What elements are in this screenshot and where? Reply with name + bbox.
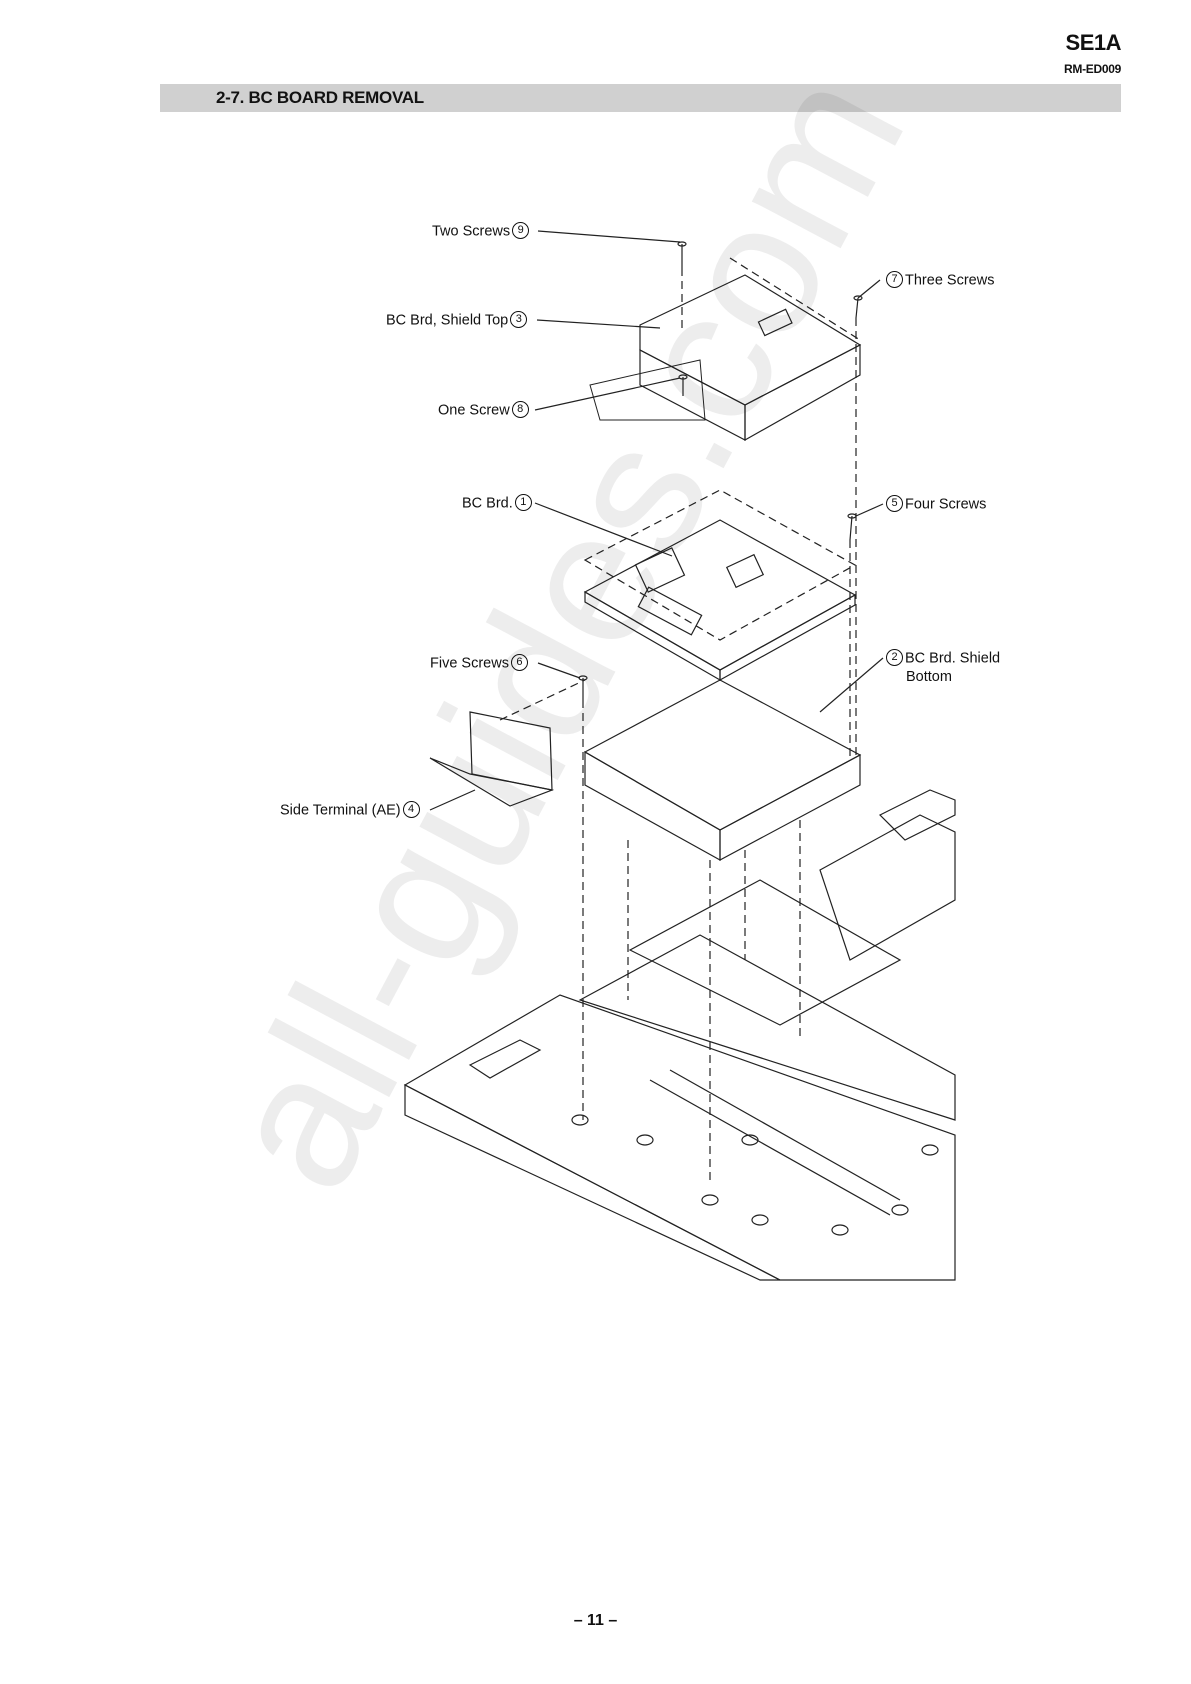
- screw-5: [848, 514, 856, 540]
- label-side-terminal: Side Terminal (AE)4: [280, 802, 422, 819]
- callout-number-7: 7: [886, 271, 903, 288]
- callout-number-3: 3: [510, 311, 527, 328]
- leader-five-screws: [538, 663, 580, 678]
- shield-bottom-part: [585, 680, 860, 860]
- label-bc-brd: BC Brd.1: [462, 495, 534, 512]
- callout-number-4: 4: [403, 801, 420, 818]
- leader-shield-bottom: [820, 658, 883, 712]
- leader-four-screws: [856, 504, 883, 516]
- screw-6: [579, 676, 587, 700]
- alignment-lines: [500, 258, 860, 1180]
- leader-side-terminal: [430, 790, 475, 810]
- label-shield-bottom-line2: Bottom: [906, 669, 952, 685]
- chassis-base: [405, 790, 955, 1280]
- shield-top-part: [590, 275, 860, 440]
- leader-bc-brd: [535, 503, 672, 556]
- callout-number-2: 2: [886, 649, 903, 666]
- screw-9: [678, 242, 686, 268]
- callout-number-5: 5: [886, 495, 903, 512]
- page-number: – 11 –: [0, 1612, 1191, 1630]
- screw-7: [854, 296, 862, 318]
- callout-number-8: 8: [512, 401, 529, 418]
- callout-number-1: 1: [515, 494, 532, 511]
- callout-number-6: 6: [511, 654, 528, 671]
- callout-number-9: 9: [512, 222, 529, 239]
- leader-two-screws: [538, 231, 680, 242]
- screw-8: [679, 375, 687, 396]
- side-terminal-part: [430, 712, 552, 806]
- leader-three-screws: [858, 280, 880, 298]
- bc-board-part: [585, 520, 855, 680]
